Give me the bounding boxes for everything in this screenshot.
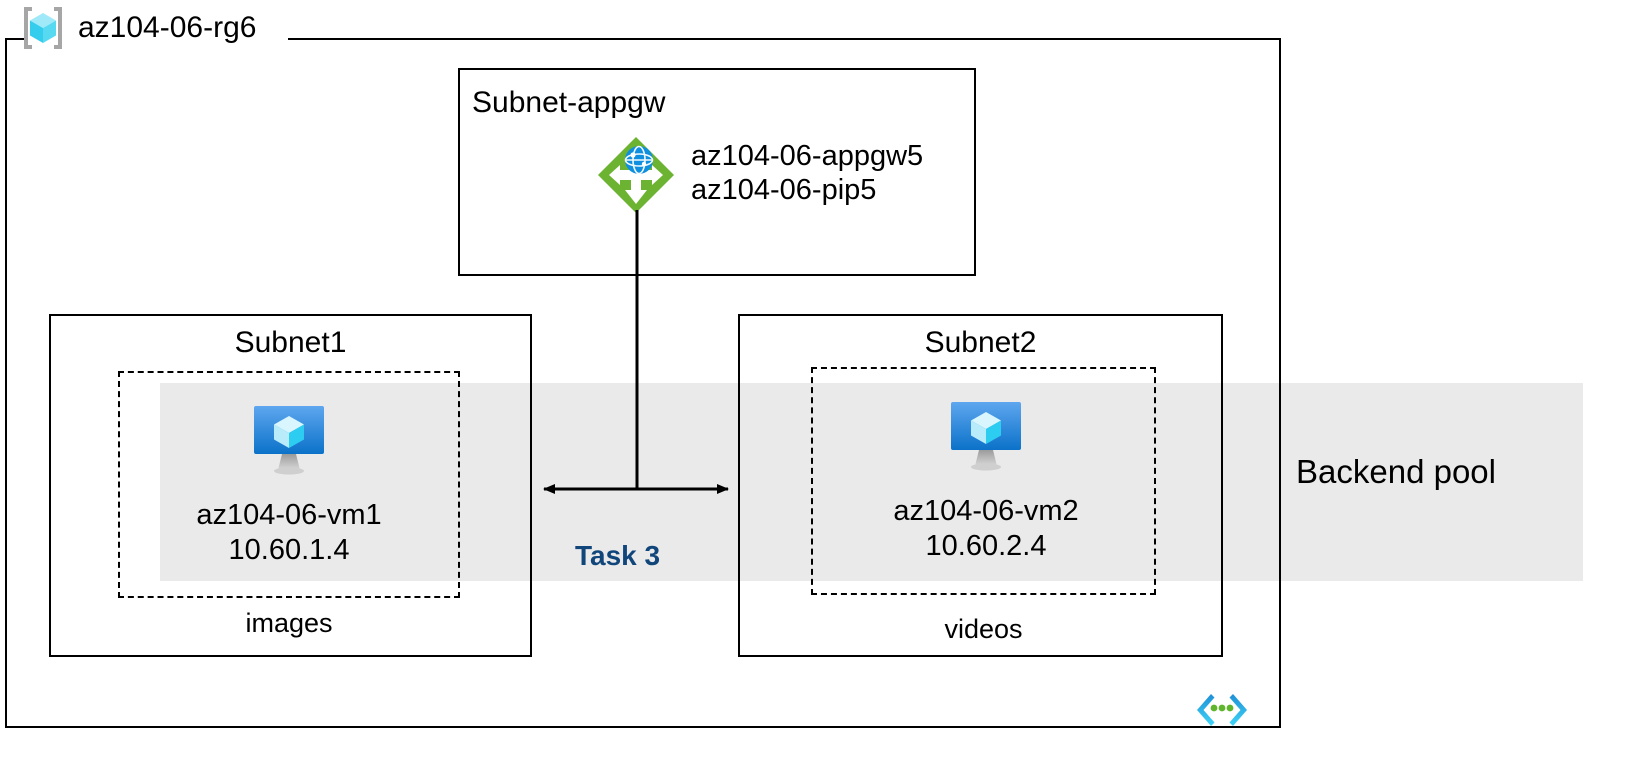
- resource-group-frame: [5, 38, 1281, 728]
- subnet1-dashed-boundary: [118, 371, 460, 598]
- vm1-name: az104-06-vm1: [196, 499, 382, 531]
- resource-group-name: az104-06-rg6: [78, 11, 257, 44]
- resource-group-border-top-left: [5, 38, 25, 40]
- resource-group-border-top-right: [288, 38, 1281, 40]
- vm2-ip: 10.60.2.4: [925, 529, 1047, 562]
- backend-pool-band: [160, 383, 1583, 581]
- subnet2-caption: videos: [944, 614, 1023, 644]
- task-3-label: Task 3: [575, 540, 661, 571]
- subnet-appgw-title: Subnet-appgw: [472, 86, 666, 119]
- vm1-ip: 10.60.1.4: [228, 533, 350, 566]
- vm2-name: az104-06-vm2: [893, 495, 1079, 527]
- application-gateway-labels: az104-06-appgw5 az104-06-pip5: [691, 140, 923, 209]
- backend-pool-label: Backend pool: [1296, 453, 1496, 490]
- subnet1-caption: images: [245, 608, 333, 638]
- vm2-node: az104-06-vm2 10.60.2.4: [857, 400, 1115, 564]
- subnet-appgw-box: [458, 68, 976, 276]
- subnet2-box: [738, 314, 1223, 657]
- appgw-resource-name: az104-06-appgw5: [691, 140, 924, 173]
- virtual-machine-icon: [948, 400, 1024, 472]
- resource-group-cube-icon: [18, 4, 68, 52]
- subnet1-title: Subnet1: [234, 326, 347, 359]
- application-gateway-icon: [595, 134, 677, 216]
- subnet2-title: Subnet2: [924, 326, 1037, 359]
- virtual-machine-icon: [251, 404, 327, 476]
- subnet1-box: [49, 314, 532, 657]
- code-brackets-icon: [1196, 692, 1248, 728]
- vm2-labels: az104-06-vm2 10.60.2.4: [893, 494, 1078, 564]
- subnet2-dashed-boundary: [811, 367, 1156, 595]
- vm1-node: az104-06-vm1 10.60.1.4: [160, 404, 418, 568]
- appgw-public-ip-name: az104-06-pip5: [691, 174, 877, 206]
- vm1-labels: az104-06-vm1 10.60.1.4: [196, 498, 381, 568]
- application-gateway-node: az104-06-appgw5 az104-06-pip5: [595, 134, 923, 216]
- resource-group-label: az104-06-rg6: [18, 4, 256, 52]
